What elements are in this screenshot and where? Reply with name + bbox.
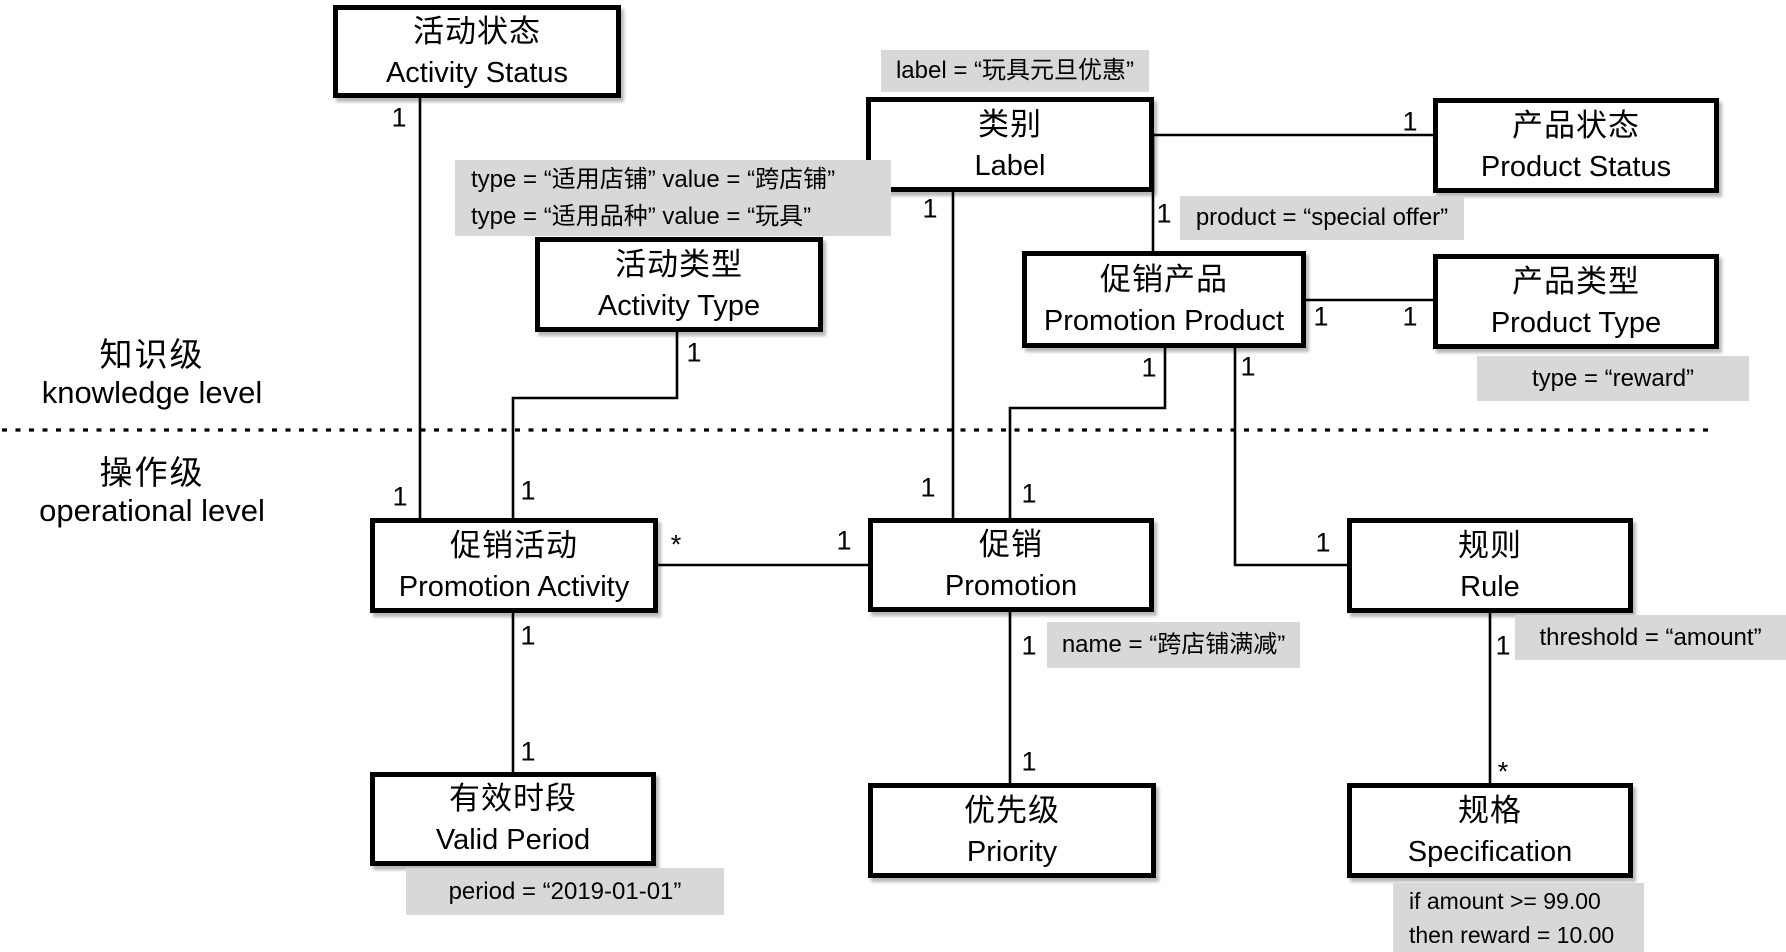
entity-title-en: Promotion Product: [1043, 304, 1285, 337]
annotation-label-value: label = “玩具元旦优惠”: [881, 50, 1149, 92]
annotation-line: then reward = 10.00: [1409, 921, 1615, 948]
annotation-line: type = “适用店铺” value = “跨店铺”: [471, 166, 836, 193]
annotation-rule-value: threshold = “amount”: [1515, 615, 1786, 660]
entity-rule: 规则 Rule: [1347, 518, 1633, 613]
entity-product-type: 产品类型 Product Type: [1433, 254, 1719, 349]
entity-title-en: Product Type: [1490, 306, 1662, 339]
annotation-valid-period-value: period = “2019-01-01”: [406, 868, 724, 915]
entity-title-en: Promotion: [944, 570, 1078, 602]
annotation-product-value: product = “special offer”: [1180, 196, 1464, 240]
multiplicity-label: 1: [836, 525, 852, 556]
knowledge-level-label-zh: 知识级: [99, 336, 205, 373]
annotation-activity-type-values: type = “适用店铺” value = “跨店铺” type = “适用品种…: [455, 160, 891, 236]
entity-title-zh: 活动状态: [413, 13, 541, 49]
multiplicity-label: 1: [391, 102, 407, 133]
annotation-promotion-value: name = “跨店铺满减”: [1047, 622, 1300, 668]
annotation-line: period = “2019-01-01”: [448, 877, 682, 905]
entity-title-en: Promotion Activity: [398, 570, 630, 603]
entity-title-zh: 优先级: [964, 792, 1060, 828]
multiplicity-label: 1: [520, 736, 536, 767]
entity-label: 类别 Label: [866, 97, 1154, 192]
multiplicity-label: 1: [520, 620, 536, 651]
entity-title-en: Priority: [966, 835, 1058, 868]
multiplicity-label: 1: [686, 337, 702, 368]
entity-title-zh: 促销活动: [450, 527, 578, 563]
entity-priority: 优先级 Priority: [868, 783, 1156, 878]
entity-title-zh: 类别: [978, 106, 1042, 142]
entity-title-en: Activity Status: [385, 56, 569, 89]
entity-title-en: Rule: [1460, 570, 1520, 603]
entity-title-zh: 产品状态: [1512, 107, 1640, 143]
multiplicity-label: 1: [1402, 301, 1418, 332]
multiplicity-label: 1: [392, 481, 408, 512]
multiplicity-label: 1: [520, 475, 536, 506]
connector-promotion-product-rule: [1233, 346, 1349, 567]
entity-title-en: Valid Period: [435, 824, 591, 856]
operational-level-label-zh: 操作级: [99, 454, 205, 491]
entity-title-zh: 规则: [1458, 527, 1522, 563]
entity-promotion: 促销 Promotion: [868, 518, 1154, 612]
entity-title-zh: 有效时段: [449, 781, 577, 816]
annotation-line: label = “玩具元旦优惠”: [895, 57, 1135, 84]
multiplicity-label: *: [670, 529, 682, 560]
entity-promotion-activity: 促销活动 Promotion Activity: [370, 518, 658, 613]
annotation-line: type = “reward”: [1531, 364, 1695, 392]
multiplicity-label: 1: [1021, 478, 1037, 509]
operational-level-label-en: operational level: [39, 493, 265, 528]
entity-title-en: Product Status: [1480, 150, 1672, 183]
annotation-specification-values: if amount >= 99.00 then reward = 10.00: [1393, 883, 1644, 952]
entity-valid-period: 有效时段 Valid Period: [370, 772, 656, 866]
entity-title-zh: 促销产品: [1100, 261, 1228, 297]
knowledge-level-label-en: knowledge level: [41, 375, 263, 410]
entity-activity-status: 活动状态 Activity Status: [333, 5, 621, 98]
multiplicity-label: 1: [1156, 198, 1172, 229]
multiplicity-label: 1: [1315, 527, 1331, 558]
annotation-line: threshold = “amount”: [1539, 623, 1762, 651]
connector-activity-type-promotion-activity: [511, 330, 679, 520]
entity-title-zh: 活动类型: [615, 246, 743, 282]
entity-activity-type: 活动类型 Activity Type: [535, 237, 823, 332]
annotation-line: product = “special offer”: [1195, 204, 1449, 231]
entity-title-en: Specification: [1407, 835, 1573, 868]
entity-title-zh: 产品类型: [1512, 263, 1640, 299]
multiplicity-label: 1: [1313, 301, 1329, 332]
multiplicity-label: 1: [1141, 352, 1157, 383]
multiplicity-label: 1: [1021, 746, 1037, 777]
annotation-line: if amount >= 99.00: [1409, 887, 1601, 914]
entity-title-en: Label: [974, 149, 1046, 182]
multiplicity-label: 1: [922, 193, 938, 224]
entity-title-en: Activity Type: [597, 289, 761, 322]
annotation-line: name = “跨店铺满减”: [1061, 631, 1286, 658]
multiplicity-label: 1: [920, 472, 936, 503]
multiplicity-label: 1: [1021, 630, 1037, 661]
entity-title-zh: 规格: [1458, 792, 1522, 828]
multiplicity-label: 1: [1402, 106, 1418, 137]
entity-product-status: 产品状态 Product Status: [1433, 98, 1719, 193]
annotation-line: type = “适用品种” value = “玩具”: [471, 203, 812, 230]
entity-specification: 规格 Specification: [1347, 783, 1633, 878]
multiplicity-label: 1: [1495, 630, 1511, 661]
annotation-product-type-value: type = “reward”: [1477, 356, 1749, 401]
entity-promotion-product: 促销产品 Promotion Product: [1022, 251, 1306, 348]
multiplicity-label: *: [1497, 756, 1509, 787]
entity-title-zh: 促销: [979, 527, 1043, 562]
connector-promotion-product-promotion: [1008, 346, 1167, 520]
multiplicity-label: 1: [1240, 351, 1256, 382]
